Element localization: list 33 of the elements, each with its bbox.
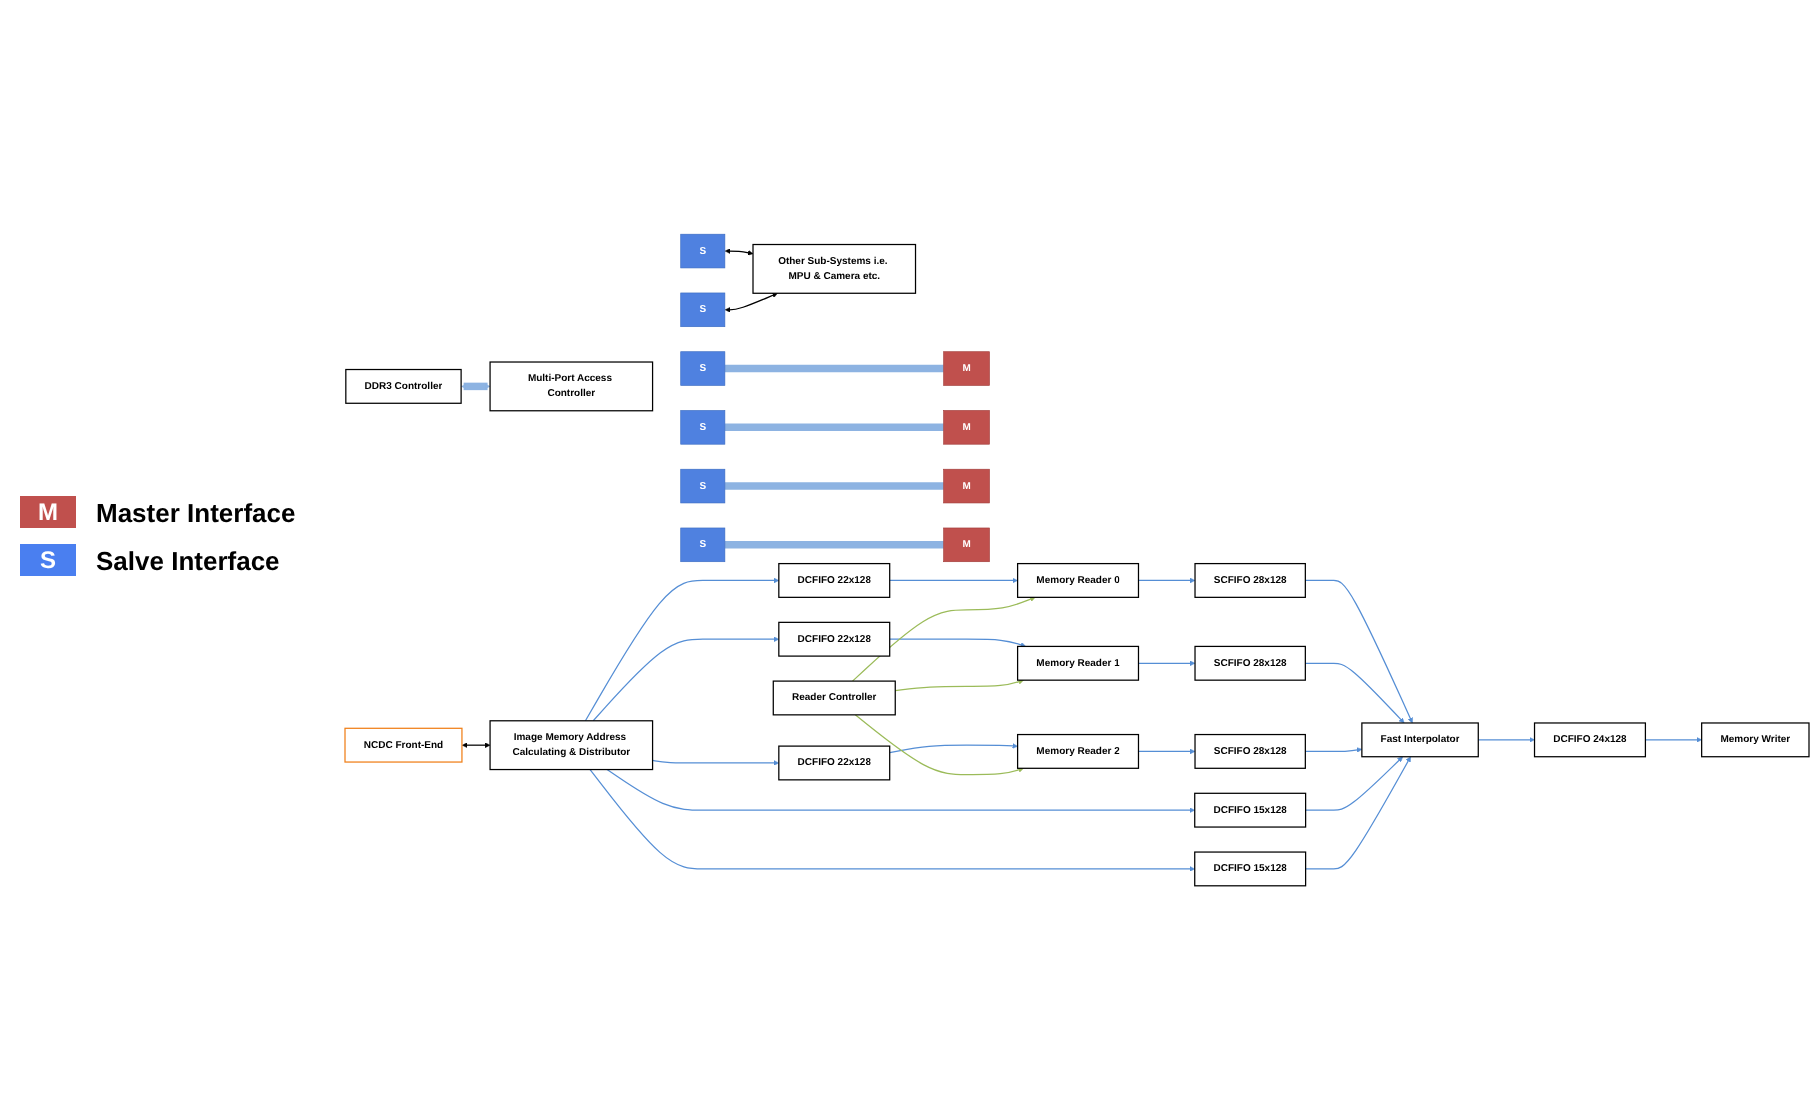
- arrow: [651, 759, 780, 766]
- arrow: [461, 742, 491, 748]
- arrow: [724, 248, 754, 256]
- arrow: [1305, 756, 1403, 811]
- arrow: [889, 638, 1027, 648]
- arrow: [584, 577, 780, 722]
- arrow: [589, 768, 1195, 872]
- arrow: [606, 768, 1195, 813]
- arrow: [851, 596, 1036, 682]
- arrow: [1304, 747, 1363, 753]
- legend-label: Salve Interface: [96, 545, 280, 575]
- arrow: [592, 636, 780, 722]
- legend-label: Master Interface: [96, 497, 296, 527]
- arrow: [1477, 737, 1535, 743]
- arrow: [461, 382, 491, 391]
- arrow: [1305, 756, 1411, 870]
- connector: [723, 482, 946, 490]
- arrow: [889, 743, 1018, 754]
- arrow: [1304, 579, 1413, 724]
- connector: [723, 364, 946, 373]
- arrow: [1304, 662, 1405, 724]
- legend-swatch: S: [20, 544, 76, 576]
- arrow: [724, 292, 778, 313]
- legend-swatch: M: [20, 496, 76, 528]
- arrow: [854, 714, 1024, 776]
- arrow: [1137, 660, 1196, 667]
- arrow: [889, 577, 1018, 584]
- arrow: [894, 679, 1024, 692]
- connector: [723, 423, 946, 432]
- arrow: [1137, 748, 1196, 755]
- connector: [723, 541, 946, 549]
- arrow: [1137, 577, 1196, 584]
- arrow: [1644, 737, 1702, 743]
